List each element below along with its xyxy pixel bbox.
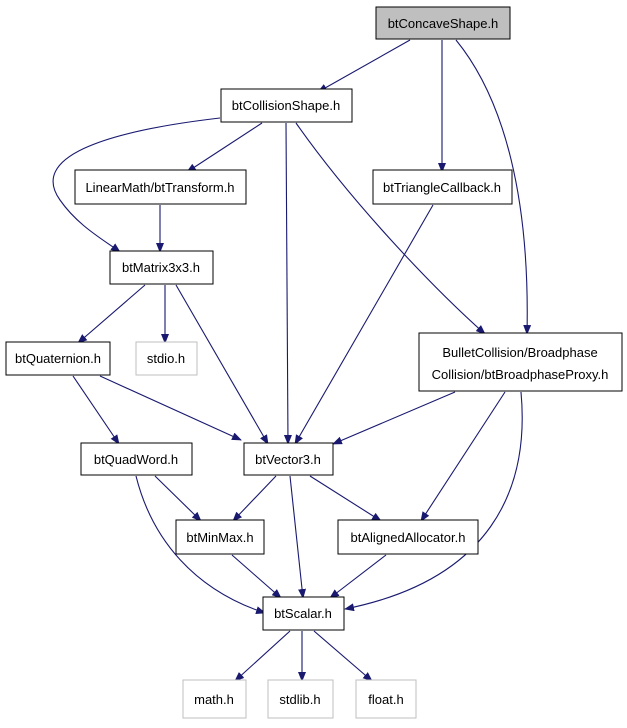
edge-proxy-vector3 bbox=[332, 391, 456, 445]
edge-aligned-scalar bbox=[329, 554, 387, 599]
edge-vector3-minmax bbox=[232, 475, 277, 522]
svg-text:BulletCollision/Broadphase: BulletCollision/Broadphase bbox=[442, 345, 597, 360]
svg-text:btScalar.h: btScalar.h bbox=[274, 606, 332, 621]
edge-collision-transform bbox=[186, 122, 263, 173]
svg-text:btConcaveShape.h: btConcaveShape.h bbox=[388, 16, 499, 31]
edge-minmax-scalar bbox=[231, 554, 282, 599]
edge-collision-vector3 bbox=[283, 122, 292, 445]
edge-scalar-float bbox=[313, 630, 373, 682]
svg-text:btAlignedAllocator.h: btAlignedAllocator.h bbox=[351, 530, 466, 545]
svg-text:btMinMax.h: btMinMax.h bbox=[186, 530, 253, 545]
node-btconcaveshape[interactable]: btConcaveShape.h bbox=[375, 6, 511, 40]
edge-quadword-scalar bbox=[135, 475, 266, 614]
node-stdio[interactable]: stdio.h bbox=[135, 341, 198, 376]
svg-text:btMatrix3x3.h: btMatrix3x3.h bbox=[122, 260, 200, 275]
edge-matrix-quaternion bbox=[77, 284, 146, 344]
node-btcollisionshape[interactable]: btCollisionShape.h bbox=[220, 88, 353, 123]
node-btquadword[interactable]: btQuadWord.h bbox=[80, 442, 193, 476]
svg-text:btVector3.h: btVector3.h bbox=[255, 452, 321, 467]
edge-collision-matrix bbox=[52, 117, 221, 253]
node-btmatrix3x3[interactable]: btMatrix3x3.h bbox=[109, 250, 214, 285]
svg-text:btCollisionShape.h: btCollisionShape.h bbox=[232, 98, 340, 113]
edge-vector3-scalar bbox=[289, 475, 307, 599]
node-btminmax[interactable]: btMinMax.h bbox=[175, 519, 265, 555]
edge-proxy-scalar bbox=[344, 391, 523, 612]
edge-matrix-vector3 bbox=[175, 284, 269, 445]
svg-text:btTriangleCallback.h: btTriangleCallback.h bbox=[383, 180, 501, 195]
svg-text:LinearMath/btTransform.h: LinearMath/btTransform.h bbox=[85, 180, 234, 195]
edge-quaternion-quadword bbox=[72, 375, 120, 445]
node-float[interactable]: float.h bbox=[355, 679, 417, 719]
node-bttransform[interactable]: LinearMath/btTransform.h bbox=[74, 169, 247, 205]
svg-text:btQuaternion.h: btQuaternion.h bbox=[15, 351, 101, 366]
node-btscalar[interactable]: btScalar.h bbox=[262, 596, 345, 631]
svg-text:stdio.h: stdio.h bbox=[147, 351, 185, 366]
edge-proxy-aligned bbox=[420, 391, 506, 522]
edge-vector3-aligned bbox=[309, 475, 382, 522]
node-bttrianglecallback[interactable]: btTriangleCallback.h bbox=[372, 169, 513, 205]
edge-triangle-vector3 bbox=[294, 204, 434, 445]
edge-quadword-minmax bbox=[154, 475, 202, 522]
node-stdlib[interactable]: stdlib.h bbox=[267, 679, 334, 719]
edge-collision-proxy bbox=[295, 122, 486, 335]
svg-text:float.h: float.h bbox=[368, 692, 403, 707]
node-math[interactable]: math.h bbox=[182, 679, 247, 719]
svg-text:btQuadWord.h: btQuadWord.h bbox=[94, 452, 178, 467]
svg-text:Collision/btBroadphaseProxy.h: Collision/btBroadphaseProxy.h bbox=[432, 367, 609, 382]
node-btquaternion[interactable]: btQuaternion.h bbox=[5, 341, 111, 376]
svg-text:math.h: math.h bbox=[194, 692, 234, 707]
node-btalignedallocator[interactable]: btAlignedAllocator.h bbox=[337, 519, 479, 555]
edge-concave-collision bbox=[317, 39, 411, 93]
node-btbroadphaseproxy[interactable]: BulletCollision/Broadphase Collision/btB… bbox=[418, 332, 623, 392]
edge-scalar-math bbox=[234, 630, 291, 682]
edge-quaternion-vector3 bbox=[99, 375, 242, 441]
svg-text:stdlib.h: stdlib.h bbox=[279, 692, 320, 707]
node-btvector3[interactable]: btVector3.h bbox=[243, 442, 334, 476]
edge-concave-proxy bbox=[455, 39, 532, 335]
